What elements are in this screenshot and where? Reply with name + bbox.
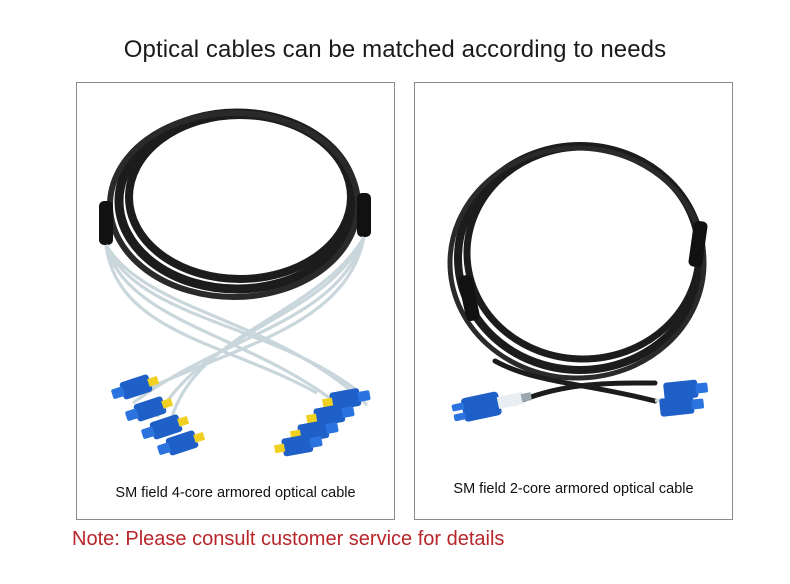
panel-caption-4-core: SM field 4-core armored optical cable <box>115 485 356 501</box>
consult-note: Note: Please consult customer service fo… <box>72 528 505 550</box>
four-core-cable-icon <box>99 108 371 457</box>
page-title: Optical cables can be matched according … <box>123 36 667 63</box>
two-core-cable-icon <box>447 142 709 422</box>
product-panel-2-core: SM field 2-core armored optical cable <box>414 82 733 520</box>
product-panel-4-core: SM field 4-core armored optical cable <box>76 82 395 520</box>
panel-caption-2-core: SM field 2-core armored optical cable <box>453 481 694 497</box>
